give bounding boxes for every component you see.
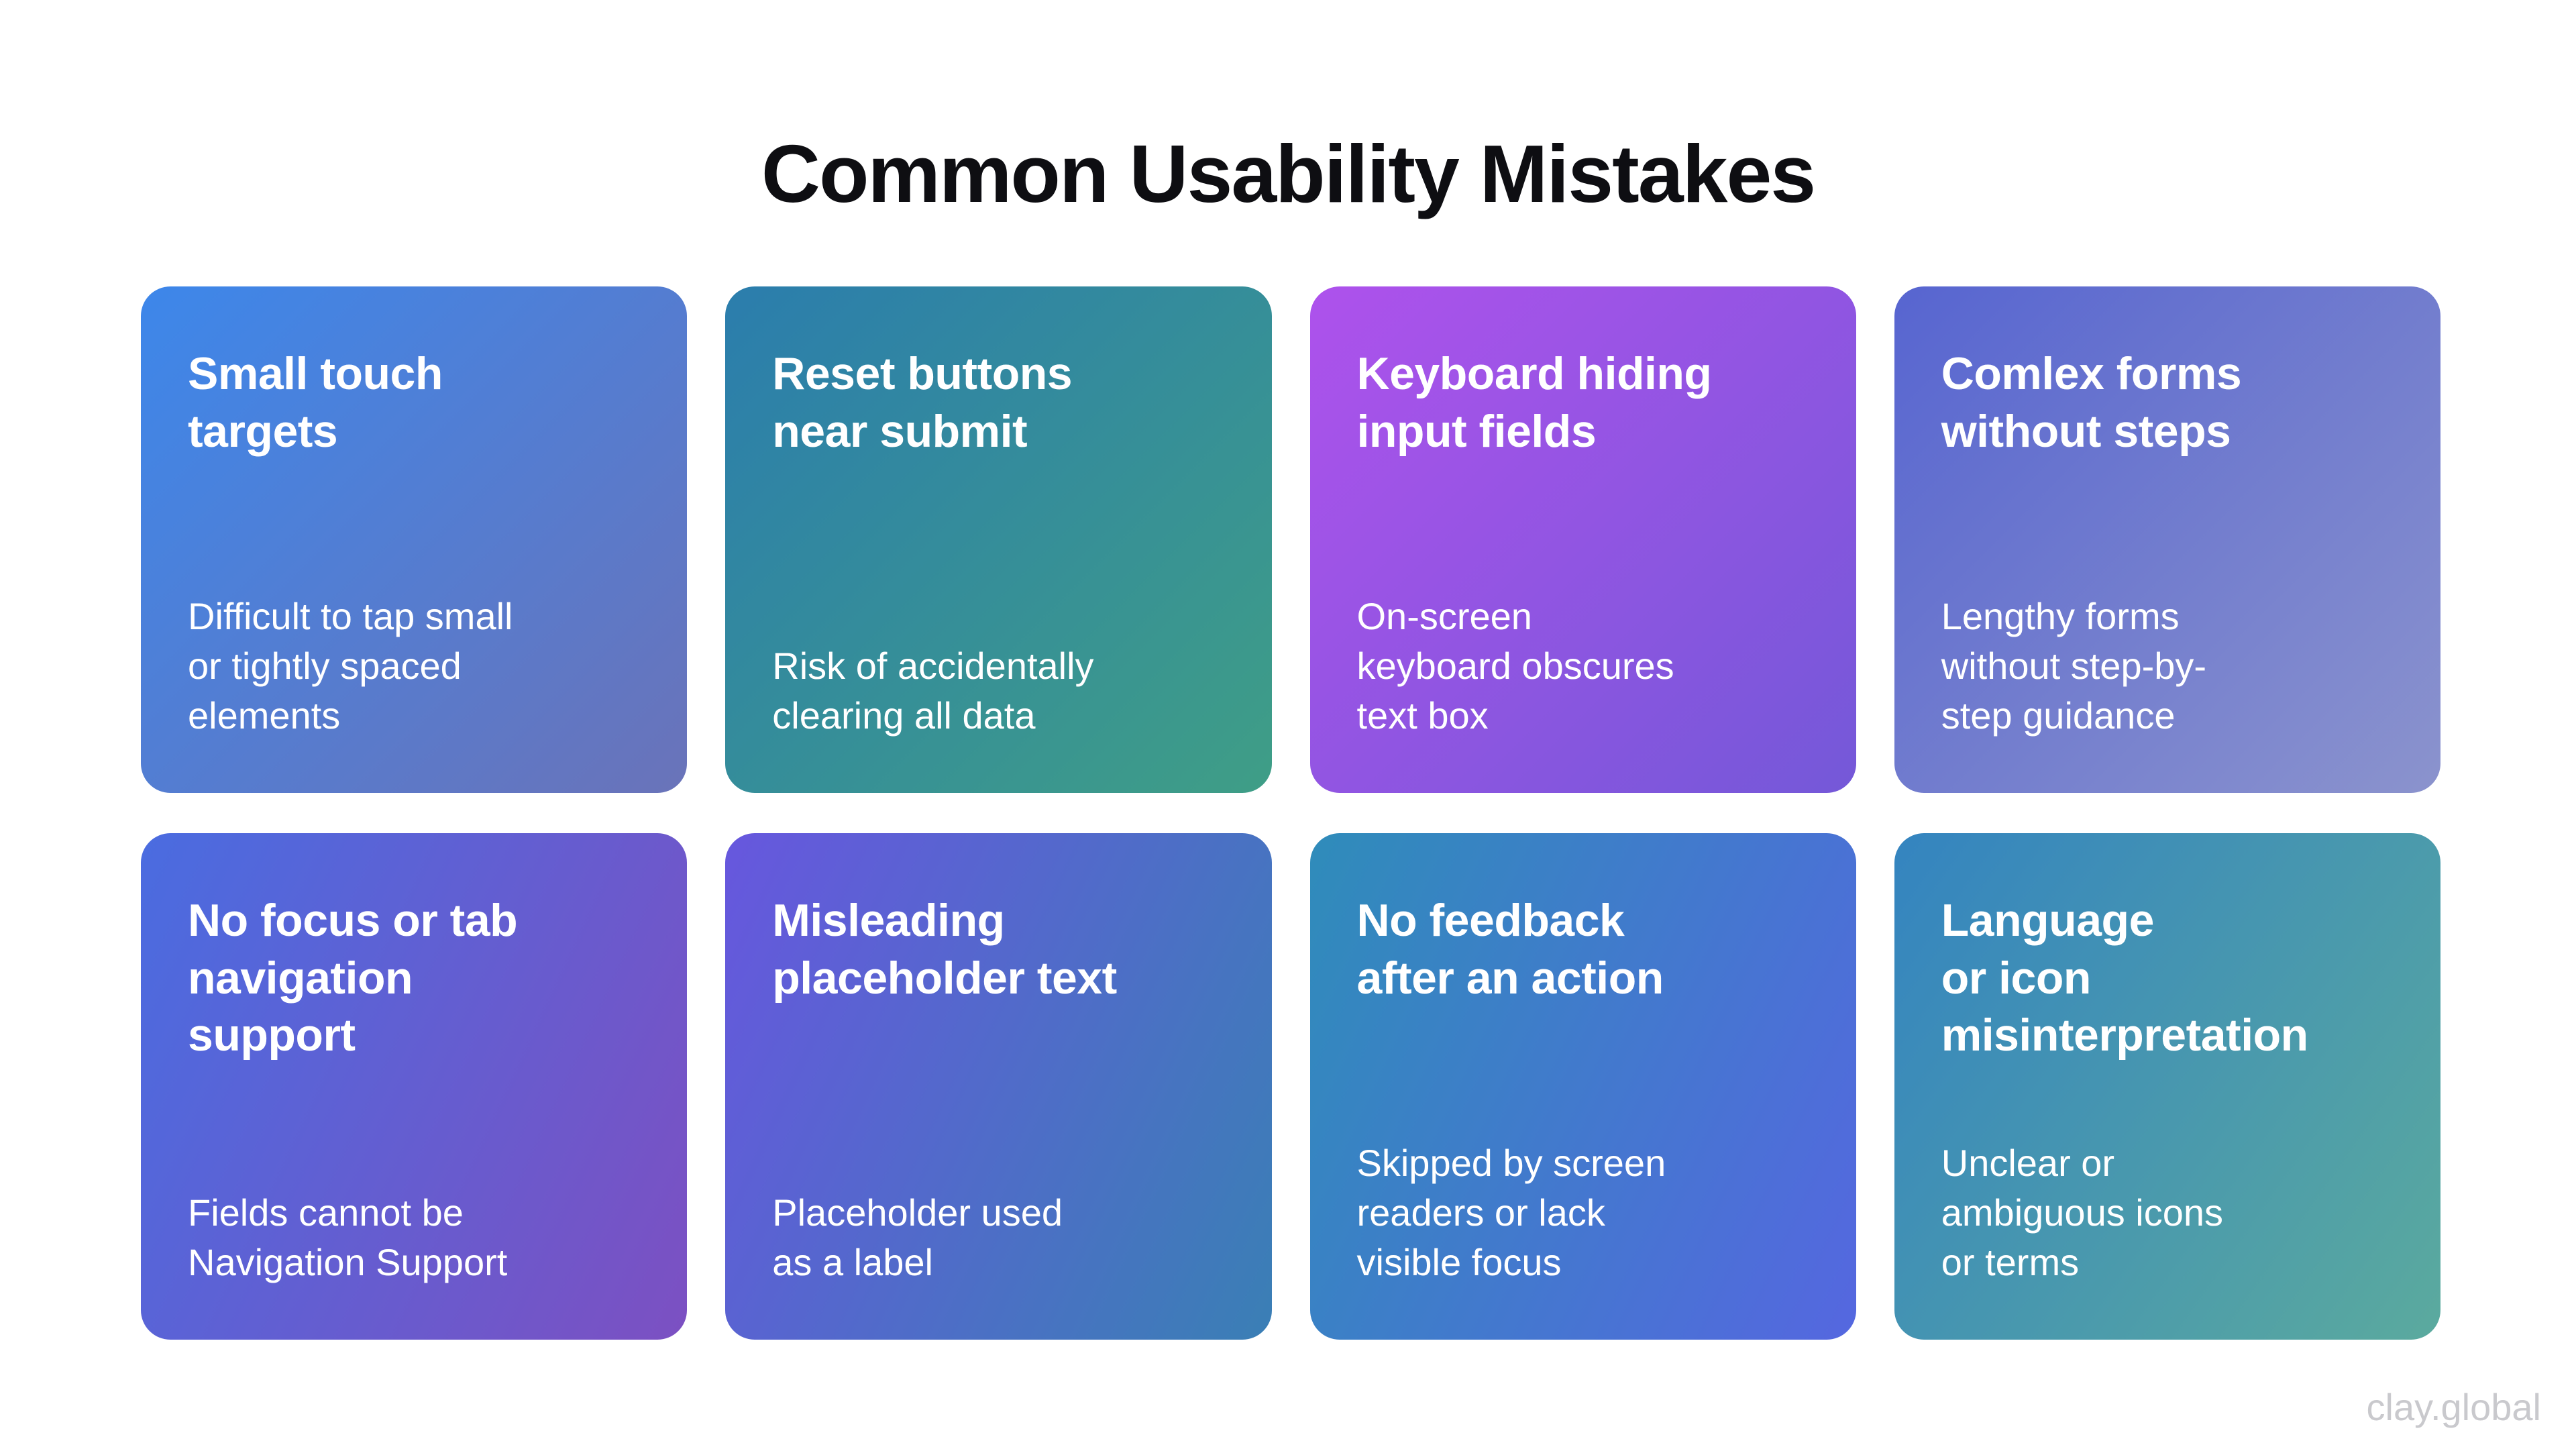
card-title: Comlex forms without steps — [1941, 348, 2242, 457]
card-description: Fields cannot be Navigation Support — [188, 1191, 508, 1284]
card-4: Comlex forms without steps Lengthy forms… — [1894, 286, 2440, 793]
card-description: Unclear or ambiguous icons or terms — [1941, 1142, 2223, 1284]
card-6: Misleading placeholder text Placeholder … — [725, 833, 1272, 1340]
card-description: On-screen keyboard obscures text box — [1356, 595, 1674, 737]
card-description: Risk of accidentally clearing all data — [772, 645, 1094, 737]
card-2: Reset buttons near submit Risk of accide… — [725, 286, 1272, 793]
card-title: No feedback after an action — [1356, 895, 1664, 1004]
brand-watermark: clay.global — [2366, 1386, 2541, 1428]
card-description: Difficult to tap small or tightly spaced… — [188, 595, 513, 737]
card-title: No focus or tab navigation support — [188, 895, 518, 1061]
page-title: Common Usability Mistakes — [761, 128, 1816, 219]
card-title: Misleading placeholder text — [772, 895, 1117, 1004]
card-description: Lengthy forms without step-by- step guid… — [1941, 595, 2207, 737]
card-description: Placeholder used as a label — [772, 1191, 1063, 1284]
card-title: Small touch targets — [188, 348, 443, 457]
card-title: Reset buttons near submit — [772, 348, 1073, 457]
card-description: Skipped by screen readers or lack visibl… — [1356, 1142, 1666, 1284]
cards-grid: Small touch targets Difficult to tap sma… — [141, 286, 2440, 1340]
card-title: Language or icon misinterpretation — [1941, 895, 2308, 1061]
card-7: No feedback after an action Skipped by s… — [1309, 833, 1856, 1340]
card-5: No focus or tab navigation support Field… — [141, 833, 688, 1340]
card-title: Keyboard hiding input fields — [1356, 348, 1712, 457]
card-8: Language or icon misinterpretation Uncle… — [1894, 833, 2440, 1340]
card-1: Small touch targets Difficult to tap sma… — [141, 286, 688, 793]
card-3: Keyboard hiding input fields On-screen k… — [1309, 286, 1856, 793]
